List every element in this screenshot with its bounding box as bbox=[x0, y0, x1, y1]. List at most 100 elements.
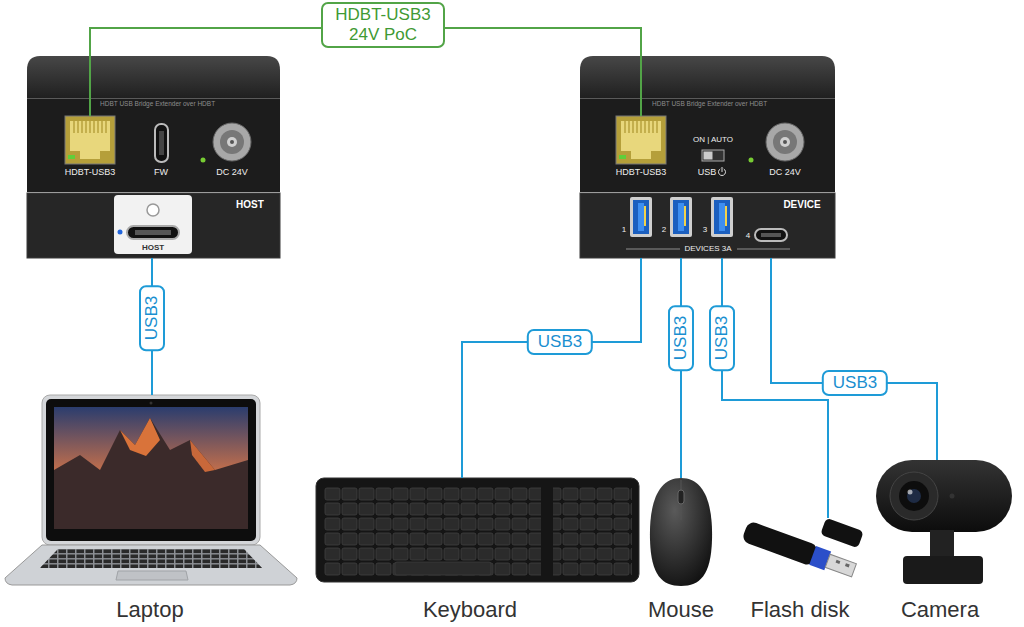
laptop-picture bbox=[40, 549, 262, 568]
panel-title: HOST bbox=[236, 200, 264, 210]
laptop-picture bbox=[120, 418, 160, 456]
flash-disk-picture bbox=[845, 563, 850, 567]
camera-picture bbox=[930, 530, 954, 558]
host-extender-housing bbox=[27, 193, 280, 258]
host-extender-housing bbox=[27, 98, 280, 99]
rj45-port bbox=[65, 116, 115, 164]
camera-picture bbox=[907, 489, 921, 503]
extender-unit: HDBT USB Bridge Extender over HDBT HDBT-U… bbox=[27, 56, 280, 258]
dc-jack bbox=[213, 123, 251, 161]
dc-jack bbox=[780, 137, 790, 147]
cable-stub bbox=[90, 56, 641, 116]
usb-c-port bbox=[155, 124, 168, 162]
power-symbol bbox=[719, 167, 726, 176]
port-number: 4 bbox=[746, 232, 750, 240]
port-label: HOST bbox=[142, 244, 164, 252]
panel-title: DEVICE bbox=[783, 200, 820, 210]
usb-a-port bbox=[719, 203, 725, 231]
cable-label: USB3 bbox=[527, 329, 593, 355]
device: Laptop bbox=[5, 395, 297, 625]
flash-disk-picture bbox=[741, 518, 864, 581]
laptop-picture bbox=[150, 402, 153, 405]
host-extender-housing bbox=[27, 56, 280, 258]
cable-label: USB3 bbox=[709, 305, 735, 371]
usb-a-port bbox=[711, 197, 733, 237]
cable-line bbox=[462, 258, 641, 478]
camera-picture bbox=[903, 556, 983, 584]
toggle-switch bbox=[704, 152, 713, 160]
device-caption: Laptop bbox=[116, 599, 183, 621]
led bbox=[749, 158, 754, 163]
model-text: HDBT USB Bridge Extender over HDBT bbox=[100, 101, 215, 108]
rj45-port bbox=[65, 116, 115, 164]
usb-c-port bbox=[755, 229, 787, 241]
rj45-port bbox=[70, 121, 110, 151]
device-extender-housing bbox=[580, 98, 835, 99]
camera-picture bbox=[908, 490, 913, 495]
led bbox=[201, 158, 206, 163]
rj45-port bbox=[68, 155, 75, 159]
port-label: DC 24V bbox=[769, 168, 801, 177]
rj45-port bbox=[619, 155, 626, 159]
laptop-picture bbox=[190, 440, 215, 472]
usb-a-port bbox=[644, 206, 646, 226]
switch-label: USB bbox=[698, 168, 717, 177]
device: Keyboard bbox=[315, 478, 641, 625]
usb-a-port bbox=[670, 197, 692, 237]
device-caption: Mouse bbox=[648, 599, 714, 621]
connector-group bbox=[90, 28, 937, 518]
usb-c-port bbox=[761, 233, 781, 237]
dc-jack bbox=[783, 140, 787, 144]
port-label: DEVICES 3A bbox=[684, 245, 731, 253]
host-port-plate bbox=[147, 204, 159, 216]
usb-a-port bbox=[638, 203, 644, 231]
cable-label: USB3 bbox=[668, 305, 694, 371]
flash-disk-picture bbox=[820, 518, 864, 549]
rj45-port bbox=[616, 116, 666, 164]
port-number: 3 bbox=[703, 226, 707, 234]
port-label: DC 24V bbox=[216, 168, 248, 177]
host-extender-housing bbox=[27, 98, 280, 192]
camera-picture bbox=[890, 472, 938, 520]
device-caption: Keyboard bbox=[423, 599, 517, 621]
usb-c-port bbox=[755, 229, 787, 241]
dc-jack bbox=[230, 140, 234, 144]
usb-a-port bbox=[630, 197, 652, 237]
camera-picture bbox=[899, 481, 929, 511]
dc-jack bbox=[220, 130, 244, 154]
laptop-picture bbox=[116, 571, 188, 580]
mouse-picture bbox=[650, 478, 712, 586]
mouse-picture bbox=[678, 490, 684, 504]
device-extender-housing bbox=[580, 98, 835, 192]
host-port-plate bbox=[118, 230, 123, 235]
dc-jack bbox=[773, 130, 797, 154]
device-caption: Camera bbox=[901, 599, 979, 621]
camera-picture bbox=[876, 460, 1012, 584]
flash-disk-picture bbox=[836, 560, 841, 564]
usb-a-port bbox=[678, 203, 684, 231]
laptop-picture bbox=[5, 395, 297, 585]
rj45-port bbox=[631, 150, 651, 159]
port-label: HDBT-USB3 bbox=[65, 168, 116, 177]
usb-a-port bbox=[633, 200, 649, 234]
flash-disk-picture bbox=[825, 554, 856, 577]
port-number: 2 bbox=[662, 226, 666, 234]
device: Flash disk bbox=[740, 518, 865, 625]
keyboard-picture bbox=[541, 487, 553, 577]
device-caption: Flash disk bbox=[750, 599, 849, 621]
laptop-picture bbox=[42, 395, 260, 545]
cable-line bbox=[771, 258, 937, 460]
usb-c-port bbox=[155, 124, 168, 162]
power-symbol bbox=[719, 167, 726, 176]
host-port-plate bbox=[127, 226, 179, 239]
rj45-port bbox=[616, 116, 666, 164]
device-extender-housing bbox=[580, 193, 835, 258]
usb-a-port bbox=[725, 206, 727, 226]
dc-jack bbox=[766, 123, 804, 161]
led bbox=[201, 158, 206, 163]
toggle-switch bbox=[702, 150, 724, 161]
model-text: HDBT USB Bridge Extender over HDBT bbox=[652, 101, 767, 108]
rj45-port bbox=[74, 121, 106, 133]
laptop-picture bbox=[54, 407, 248, 529]
laptop-picture bbox=[54, 418, 248, 529]
